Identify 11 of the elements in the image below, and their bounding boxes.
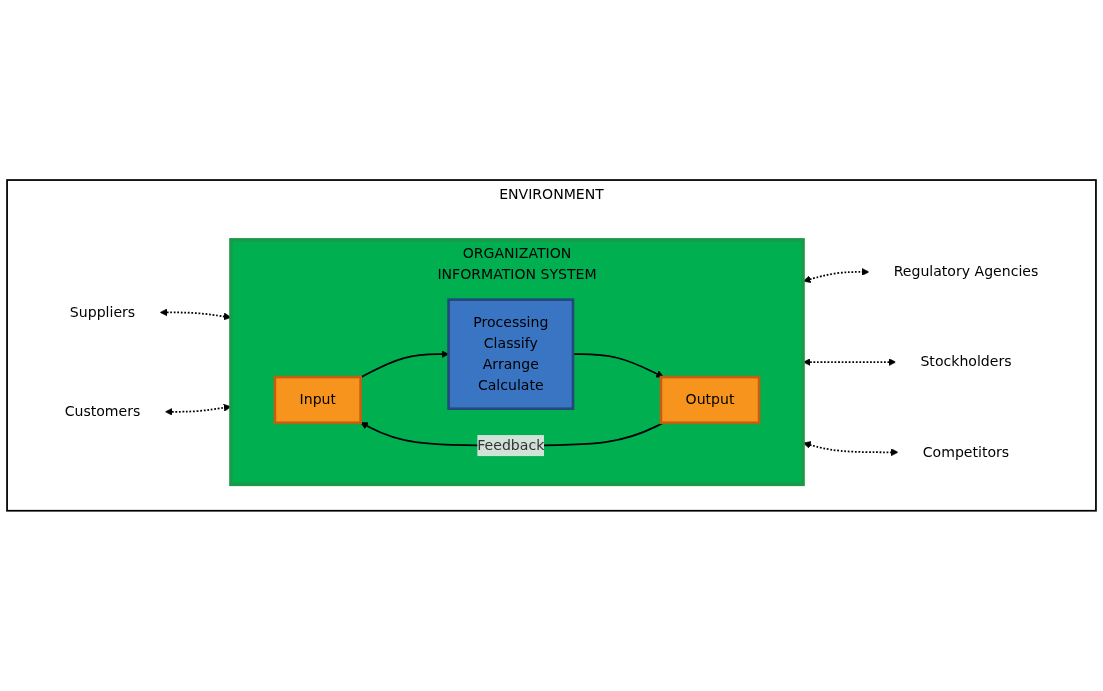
node-box: Input xyxy=(273,375,362,425)
node-text: Suppliers xyxy=(69,303,136,321)
node-text: Regulatory Agencies xyxy=(893,263,1039,280)
node-text: Competitors xyxy=(922,443,1010,461)
node-text: Customers xyxy=(64,403,141,420)
node-box: Output xyxy=(659,375,761,425)
arrow xyxy=(359,350,449,379)
node-text: Stockholders xyxy=(920,353,1012,371)
arrow xyxy=(572,353,664,378)
edge-label: Feedback xyxy=(477,436,545,454)
node-box: Processing Classify Arrange Calculate xyxy=(447,298,575,411)
